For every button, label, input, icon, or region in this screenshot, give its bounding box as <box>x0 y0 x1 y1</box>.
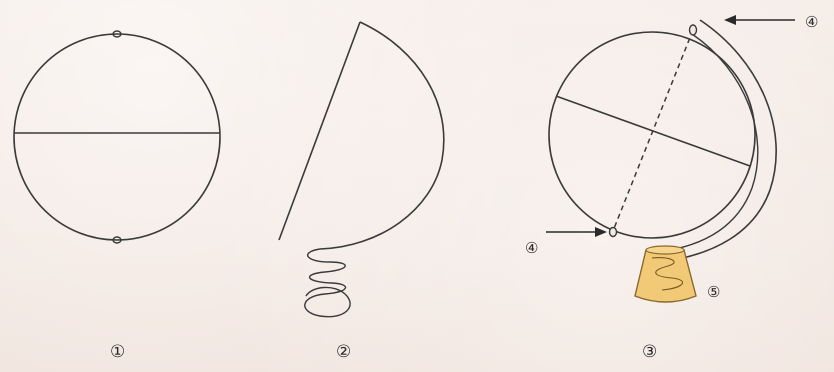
panel-3-meridian-ring-inner <box>658 34 758 252</box>
panel-2-half-arc <box>320 22 444 249</box>
panel-3-bottom-pivot <box>610 228 617 237</box>
panel-3-base-top-ellipse <box>646 246 684 254</box>
panel-1-drawing <box>14 31 220 243</box>
panel-3-label: ③ <box>642 342 657 362</box>
marker-base: ⑤ <box>707 283 720 301</box>
panel-3-axis-dashed <box>613 30 693 231</box>
panel-1-label: ① <box>110 342 125 362</box>
panel-2-label: ② <box>336 342 351 362</box>
panel-2-drawing <box>279 22 444 317</box>
panel-2-spring-coil <box>305 249 350 317</box>
bottom-pivot-arrow-head <box>595 227 607 237</box>
marker-bottom-left: ④ <box>525 239 538 257</box>
marker-top-right: ④ <box>805 13 818 31</box>
panel-3-drawing <box>546 15 795 302</box>
panel-2-chord-line <box>279 22 360 240</box>
top-pivot-arrow-head <box>724 15 736 25</box>
panel-1-circle <box>14 34 220 240</box>
panel-3-top-pivot <box>690 25 697 35</box>
